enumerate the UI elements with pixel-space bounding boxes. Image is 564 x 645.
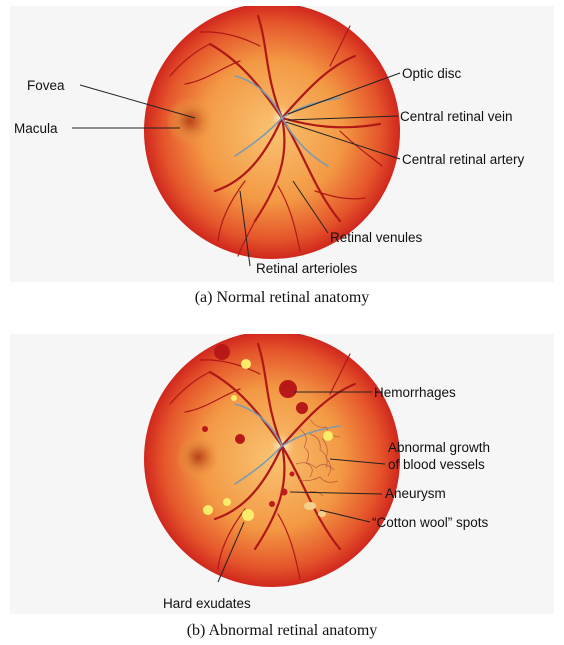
caption-normal: (a) Normal retinal anatomy — [0, 289, 564, 307]
retina-fundus-abnormal — [144, 334, 400, 587]
label-macula: Macula — [14, 121, 58, 136]
normal-retina-panel: Fovea Macula Optic disc Central retinal … — [10, 6, 554, 282]
label-abnormal-growth-line2: of blood vessels — [388, 457, 485, 472]
label-hard-exudates: Hard exudates — [163, 596, 251, 611]
label-cotton-wool-spots: “Cotton wool” spots — [372, 515, 489, 530]
label-central-retinal-artery: Central retinal artery — [402, 152, 525, 167]
label-retinal-venules: Retinal venules — [330, 230, 423, 245]
label-optic-disc: Optic disc — [402, 66, 462, 81]
macula-fovea-spot — [176, 435, 220, 479]
abnormal-retina-panel: Hemorrhages Abnormal growth of blood ves… — [10, 334, 554, 614]
label-abnormal-growth-line1: Abnormal growth — [388, 440, 490, 455]
normal-retina-figure: Fovea Macula Optic disc Central retinal … — [10, 6, 554, 282]
label-aneurysm: Aneurysm — [385, 486, 446, 501]
label-hemorrhages: Hemorrhages — [374, 385, 456, 400]
retina-fundus-normal — [144, 6, 400, 259]
macula-fovea-spot — [166, 97, 214, 145]
label-fovea: Fovea — [27, 78, 65, 93]
caption-abnormal: (b) Abnormal retinal anatomy — [0, 622, 564, 640]
label-retinal-arterioles: Retinal arterioles — [256, 261, 358, 276]
label-central-retinal-vein: Central retinal vein — [400, 109, 513, 124]
abnormal-retina-figure: Hemorrhages Abnormal growth of blood ves… — [10, 334, 554, 614]
